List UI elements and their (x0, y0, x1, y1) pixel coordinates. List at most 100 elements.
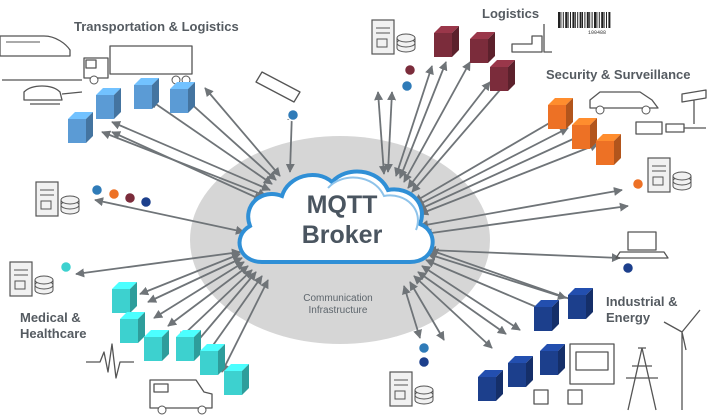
cube-side (242, 364, 249, 395)
ambulance-wheel (157, 405, 167, 415)
barcode-bar (598, 12, 600, 28)
cube-front (170, 89, 188, 113)
server-tower (647, 157, 671, 193)
server-tower (389, 371, 413, 407)
cube-top (68, 112, 93, 119)
barcode-bar (565, 12, 568, 28)
cube-top (120, 312, 145, 319)
medical-cube-icon (200, 344, 225, 375)
cube-top (596, 134, 621, 141)
status-dot-orange (107, 187, 121, 201)
industrial-line-1: Industrial & (606, 294, 678, 309)
medical-server-icon (9, 261, 54, 297)
industrial-status-dot (417, 355, 431, 369)
forklift-icon (511, 24, 552, 53)
cube-side (138, 312, 145, 343)
logistics-status-dot (403, 63, 417, 77)
security-surveillance-label: Security & Surveillance (546, 67, 691, 82)
server-panel (14, 280, 26, 290)
cube-front (134, 85, 152, 109)
cube-front (534, 307, 552, 331)
barcode-bar (591, 12, 593, 28)
cube-side (188, 82, 195, 113)
meter-gauge-icon (533, 389, 583, 405)
barcode-bar (603, 12, 605, 28)
train-icon (0, 35, 71, 57)
broker-label: MQTT Broker (282, 190, 402, 250)
cube-front (144, 337, 162, 361)
cube-front (478, 377, 496, 401)
server-icon (35, 181, 80, 217)
cube-top (508, 356, 533, 363)
cube-top (568, 288, 593, 295)
medical-cube-icon (112, 282, 137, 313)
status-dot-maroon (123, 191, 137, 205)
cube-front (572, 125, 590, 149)
barcode-bar (577, 12, 579, 28)
laptop-icon (615, 231, 669, 259)
barcode-bar (601, 12, 604, 28)
industrial-cube-icon (568, 288, 593, 319)
infrastructure-line-1: Communication (303, 293, 373, 304)
db-body (673, 176, 691, 186)
medical-cube-icon (120, 312, 145, 343)
barcode-bar (572, 12, 575, 28)
cube-side (552, 300, 559, 331)
logistics-server-icon (371, 19, 416, 55)
cube-side (152, 78, 159, 109)
barcode-icon (558, 12, 611, 28)
ekg-line-icon (86, 343, 134, 379)
arrow (221, 279, 269, 373)
cube-top (176, 330, 201, 337)
cube-side (194, 330, 201, 361)
cube-top (490, 60, 515, 67)
medical-cube-icon (224, 364, 249, 395)
logistics-cube-icon (490, 60, 515, 91)
wind-turbine-icon (663, 309, 701, 410)
camera-icon (681, 89, 707, 124)
cube-front (112, 289, 130, 313)
arrow (429, 248, 591, 308)
security-cube-icon (596, 134, 621, 165)
db-top (414, 385, 434, 395)
ambulance-wheel (197, 405, 207, 415)
arrow (94, 197, 245, 235)
server-panel (40, 200, 52, 210)
ambulance-icon (149, 379, 213, 409)
arrow (423, 202, 629, 238)
helicopter-icon (2, 79, 83, 105)
cube-side (496, 370, 503, 401)
logistics-cube-icon (434, 26, 459, 57)
cube-top (134, 78, 159, 85)
cube-top (534, 300, 559, 307)
logistics-label: Logistics (482, 6, 540, 21)
security-server-icon (647, 157, 692, 193)
db-top (60, 195, 80, 205)
barcode-bar (584, 12, 586, 28)
cube-top (144, 330, 169, 337)
barcode-bar (586, 12, 589, 28)
device-layer (0, 12, 707, 415)
cube-front (508, 363, 526, 387)
cube-top (170, 82, 195, 89)
server-tower (371, 19, 395, 55)
cube-side (508, 60, 515, 91)
barcode-bar (608, 12, 611, 28)
broker-line-2: Broker (301, 221, 383, 249)
cube-front (200, 351, 218, 375)
transport-cube-icon (96, 88, 121, 119)
server-panel (376, 38, 388, 48)
db-top (396, 33, 416, 43)
truck-trailer-icon (109, 45, 193, 75)
security-cube-icon (548, 98, 573, 129)
cube-side (488, 32, 495, 63)
cube-top (224, 364, 249, 371)
cube-front (96, 95, 114, 119)
car-wheel (641, 105, 651, 115)
industrial-line-2: Energy (606, 310, 651, 325)
cube-top (548, 98, 573, 105)
laptop-status-dot (621, 261, 635, 275)
barcode-bar (582, 12, 583, 28)
db-body (61, 200, 79, 210)
